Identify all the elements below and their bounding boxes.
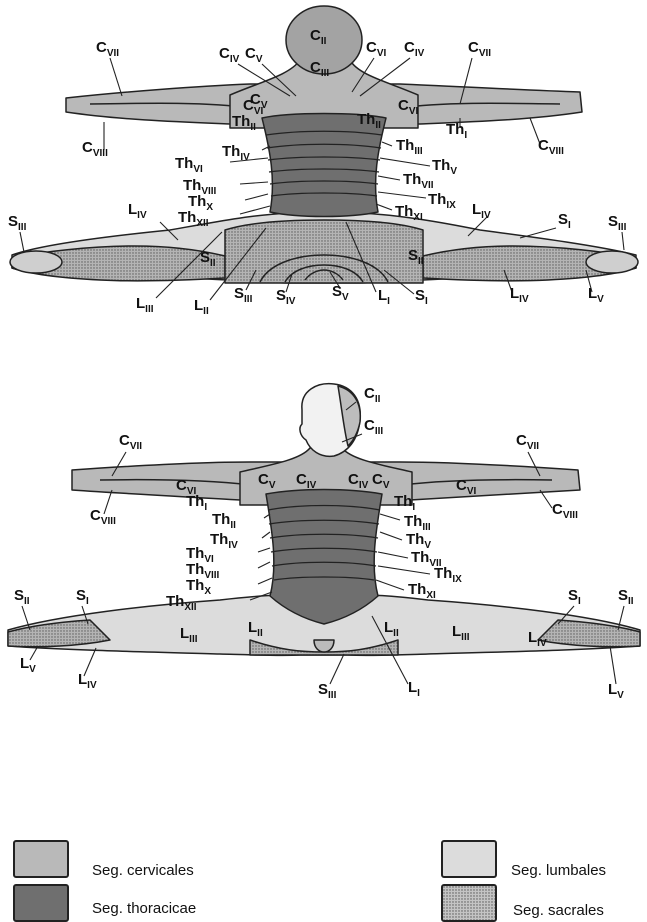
bottom-label-th-v: ThV bbox=[406, 531, 431, 551]
top-leader-22 bbox=[245, 194, 268, 200]
top-label-s-iii: SIII bbox=[234, 285, 253, 305]
top-label-s-v: SV bbox=[332, 283, 349, 303]
top-label-c-iv: CIV bbox=[219, 45, 240, 65]
top-label-s-iii: SIII bbox=[608, 213, 627, 233]
top-label-th-i: ThI bbox=[446, 121, 467, 141]
bottom-label-l-v: LV bbox=[20, 655, 36, 675]
legend-label-thoracic: Seg. thoracicae bbox=[92, 900, 196, 917]
bottom-leader-36 bbox=[330, 654, 344, 684]
top-label-th-iv: ThIV bbox=[222, 143, 250, 163]
top-label-c-vii: CVII bbox=[96, 39, 119, 59]
bottom-label-c-ii: CII bbox=[364, 385, 381, 405]
bottom-label-th-ix: ThIX bbox=[434, 565, 462, 585]
top-label-l-i: LI bbox=[378, 287, 390, 307]
top-label-th-ix: ThIX bbox=[428, 191, 456, 211]
top-leader-25 bbox=[376, 204, 392, 210]
top-leader-17 bbox=[382, 142, 392, 146]
bottom-label-th-i: ThI bbox=[186, 493, 207, 513]
top-right-foot bbox=[586, 251, 638, 273]
bottom-label-c-viii: CVIII bbox=[552, 501, 578, 521]
bottom-label-th-iv: ThIV bbox=[210, 531, 238, 551]
top-leader-29 bbox=[520, 228, 556, 238]
bottom-leader-38 bbox=[610, 646, 616, 684]
bottom-label-l-iv: LIV bbox=[78, 671, 97, 691]
top-leader-21 bbox=[378, 176, 400, 180]
top-label-l-iv: LIV bbox=[510, 285, 529, 305]
top-label-th-vii: ThVII bbox=[403, 171, 434, 191]
top-label-s-i: SI bbox=[415, 287, 428, 307]
bottom-leader-20 bbox=[258, 562, 270, 568]
bottom-label-th-ii: ThII bbox=[212, 511, 236, 531]
top-leader-1 bbox=[110, 58, 122, 96]
bottom-leader-23 bbox=[376, 580, 404, 590]
bottom-label-s-i: SI bbox=[76, 587, 89, 607]
bottom-right-leg-sacral bbox=[538, 620, 640, 647]
legend-label-cervical: Seg. cervicales bbox=[92, 862, 194, 879]
bottom-label-s-i: SI bbox=[568, 587, 581, 607]
top-leader-30 bbox=[622, 232, 624, 250]
bottom-label-s-ii: SII bbox=[14, 587, 30, 607]
bottom-leader-22 bbox=[258, 578, 272, 584]
top-label-l-ii: LII bbox=[194, 297, 209, 317]
bottom-label-c-viii: CVIII bbox=[90, 507, 116, 527]
bottom-label-c-vii: CVII bbox=[119, 432, 142, 452]
bottom-left-leg-sacral bbox=[8, 620, 110, 647]
bottom-label-th-iii: ThIII bbox=[404, 513, 431, 533]
top-label-s-iii: SIII bbox=[8, 213, 27, 233]
top-label-l-iii: LIII bbox=[136, 295, 154, 315]
legend-swatch-cervical bbox=[13, 840, 69, 878]
bottom-label-l-v: LV bbox=[608, 681, 624, 701]
bottom-leader-17 bbox=[380, 532, 402, 540]
bottom-leader-10 bbox=[104, 490, 112, 514]
legend-swatch-sacral bbox=[441, 884, 497, 922]
bottom-label-th-i: ThI bbox=[394, 493, 415, 513]
top-label-th-v: ThV bbox=[432, 157, 457, 177]
top-label-c-vii: CVII bbox=[468, 39, 491, 59]
legend-label-lumbar: Seg. lumbales bbox=[511, 862, 606, 879]
bottom-trunk-thoracic bbox=[266, 490, 382, 625]
top-label-s-i: SI bbox=[558, 211, 571, 231]
top-label-s-iv: SIV bbox=[276, 287, 296, 307]
top-leader-20 bbox=[240, 182, 268, 184]
top-label-th-vi: ThVI bbox=[175, 155, 203, 175]
top-label-c-iv: CIV bbox=[404, 39, 425, 59]
legend-sacral-pattern bbox=[443, 886, 495, 920]
bottom-label-s-iii: SIII bbox=[318, 681, 337, 701]
top-label-c-v: CV bbox=[245, 45, 263, 65]
bottom-leader-15 bbox=[380, 514, 400, 520]
legend-swatch-thoracic bbox=[13, 884, 69, 922]
top-leader-28 bbox=[20, 232, 24, 252]
bottom-label-s-ii: SII bbox=[618, 587, 634, 607]
legend-swatch-lumbar bbox=[441, 840, 497, 878]
top-label-th-iii: ThIII bbox=[396, 137, 423, 157]
top-leader-23 bbox=[378, 192, 426, 198]
bottom-leader-16 bbox=[262, 532, 270, 538]
top-label-c-viii: CVIII bbox=[538, 137, 564, 157]
top-label-l-iv: LIV bbox=[472, 201, 491, 221]
legend-label-sacral: Seg. sacrales bbox=[513, 902, 604, 919]
top-trunk-thoracic bbox=[262, 114, 386, 217]
bottom-leader-21 bbox=[378, 566, 430, 574]
bottom-leader-18 bbox=[258, 548, 270, 552]
top-label-l-iv: LIV bbox=[128, 201, 147, 221]
top-label-c-vi: CVI bbox=[366, 39, 387, 59]
bottom-label-c-iii: CIII bbox=[364, 417, 383, 437]
bottom-label-c-vii: CVII bbox=[516, 432, 539, 452]
top-leader-24 bbox=[240, 206, 270, 214]
top-leader-19 bbox=[380, 158, 430, 166]
top-left-foot bbox=[10, 251, 62, 273]
bottom-leader-19 bbox=[378, 552, 408, 558]
bottom-label-l-i: LI bbox=[408, 679, 420, 699]
top-label-l-v: LV bbox=[588, 285, 604, 305]
